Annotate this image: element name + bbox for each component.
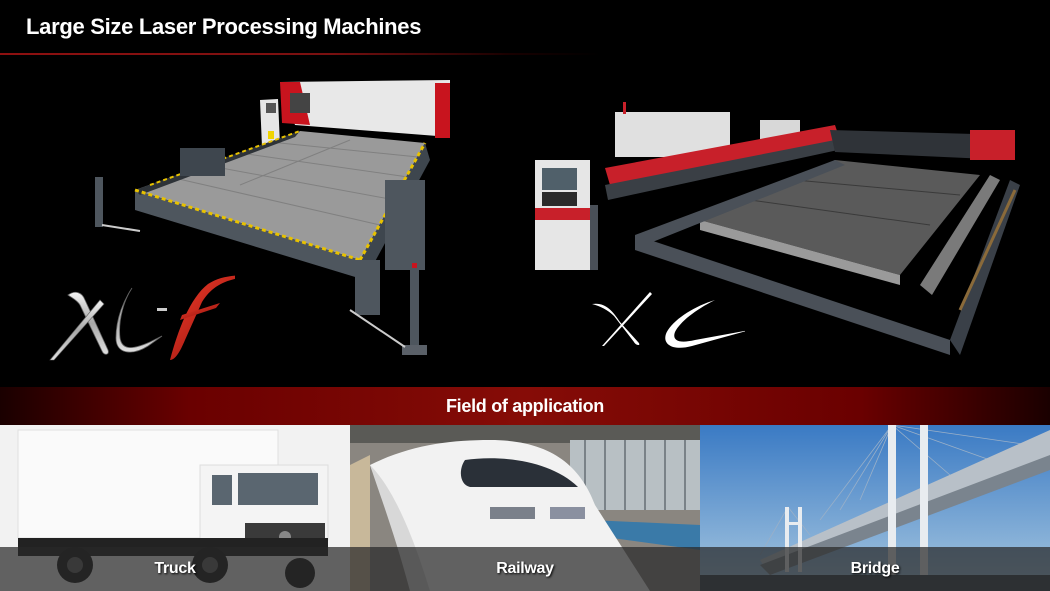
field-of-application-banner: Field of application [0,387,1050,425]
railway-caption: Railway [350,547,700,591]
application-tile-railway[interactable]: Railway [350,425,700,591]
title-divider [0,53,600,55]
application-tile-truck[interactable]: Truck [0,425,350,591]
xlf-machine-image [90,65,450,375]
bridge-caption: Bridge [700,547,1050,591]
page-title: Large Size Laser Processing Machines [26,14,422,39]
application-tile-bridge[interactable]: Bridge [700,425,1050,591]
applications-row: Truck Railway [0,425,1050,591]
xl-machine-image [520,90,1050,370]
railway-label: Railway [496,560,554,577]
xlf-logo [20,260,235,370]
truck-label: Truck [154,560,196,577]
truck-caption: Truck [0,547,350,591]
xl-logo [580,280,745,350]
section-label: Field of application [445,395,604,416]
bridge-label: Bridge [850,560,900,577]
